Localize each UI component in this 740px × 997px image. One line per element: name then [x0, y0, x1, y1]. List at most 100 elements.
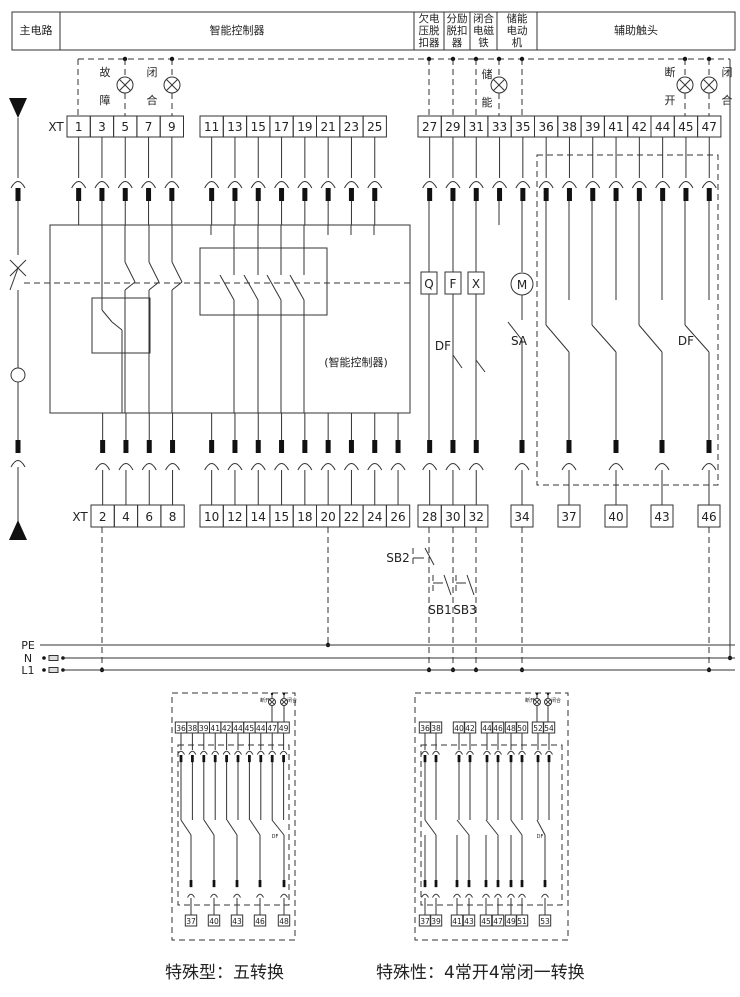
connector-plug — [209, 188, 215, 201]
lamp-label: 故 — [100, 65, 111, 79]
terminal-top-label: 11 — [204, 120, 219, 134]
connector-socket — [10, 460, 26, 468]
df-label-aux: DF — [678, 334, 694, 348]
motor-label: M — [517, 278, 527, 292]
wire — [180, 819, 192, 836]
header-cell-main-circuit: 主电路 — [12, 12, 60, 50]
small-terminal-label: 47 — [493, 917, 503, 926]
small-lamp-label: 断开 — [260, 697, 270, 704]
connector-socket — [654, 463, 670, 471]
lamp-cross — [493, 79, 505, 91]
wire — [510, 819, 523, 836]
connector-plug — [15, 440, 21, 453]
terminal-top-label: 41 — [608, 120, 623, 134]
connector-plug — [467, 880, 471, 888]
connector-plug — [270, 755, 274, 763]
lamp-label: 闭 — [147, 66, 158, 79]
connector-plug — [496, 755, 500, 763]
small-terminal-label: 46 — [255, 917, 265, 926]
small-terminal-label: 46 — [493, 724, 503, 733]
connector-socket — [274, 181, 289, 189]
connector-socket — [421, 750, 429, 755]
header-label: 智能控制器 — [209, 24, 265, 37]
header-cell-charging-motor: 储能电动机 — [497, 12, 537, 50]
connector-plug — [189, 880, 193, 888]
connector-plug — [497, 188, 503, 201]
connector-plug — [427, 440, 433, 453]
small-diagram-box — [171, 692, 296, 941]
connector-socket — [177, 750, 185, 755]
connector-plug — [455, 880, 459, 888]
connector-socket — [631, 181, 647, 189]
terminal-bottom-label: 30 — [445, 510, 460, 524]
small-terminal-bottom — [207, 914, 221, 927]
terminal-top-label: 45 — [678, 120, 693, 134]
connector-socket — [274, 463, 289, 471]
wire — [171, 261, 183, 283]
connector-socket — [211, 750, 220, 755]
connector-plug — [536, 755, 540, 763]
lamp-cross — [119, 79, 131, 91]
terminal-top-label: 1 — [75, 120, 83, 134]
connector-plug — [169, 188, 175, 201]
connector-plug — [213, 755, 217, 763]
caption-4no-4nc: 特殊性：4常开4常闭一转换 — [376, 963, 585, 983]
connector-socket — [210, 893, 218, 898]
terminal-bottom-label: 40 — [608, 510, 623, 524]
connector-plug — [496, 880, 500, 888]
small-terminal-label: 36 — [420, 724, 430, 733]
connector-socket — [432, 750, 440, 755]
connector-plug — [202, 755, 206, 763]
connector-plug — [122, 188, 128, 201]
connector-plug — [258, 880, 262, 888]
header-cell-aux-contacts: 辅助触头 — [537, 12, 735, 50]
small-terminal-label: 47 — [267, 724, 277, 733]
terminal-bottom-label: 14 — [251, 510, 266, 524]
sa-label: SA — [511, 334, 528, 348]
connector-plug — [484, 880, 488, 888]
connector-socket — [562, 181, 577, 189]
terminal-bottom-label: 8 — [169, 510, 177, 524]
connector-plug — [473, 440, 479, 453]
connector-socket — [234, 750, 242, 755]
connector-plug — [348, 440, 354, 453]
small-terminal-label: 39 — [431, 917, 441, 926]
caption-five-changeover: 特殊型：五转换 — [165, 963, 284, 983]
connector-plug — [282, 755, 285, 763]
terminal-top-label: 15 — [251, 120, 266, 134]
connector-socket — [494, 893, 502, 898]
sb2-contact — [424, 547, 435, 566]
connector-socket — [297, 463, 313, 471]
connector-plug — [232, 188, 238, 201]
connector-socket — [514, 463, 530, 471]
connector-socket — [71, 181, 87, 189]
connector-socket — [165, 463, 180, 471]
connector-socket — [545, 750, 553, 755]
small-inner-box — [177, 744, 290, 906]
connector-plug — [259, 755, 263, 763]
connector-plug — [547, 755, 551, 763]
lamp-label: 合 — [722, 93, 733, 107]
connector-socket — [141, 181, 156, 189]
wire — [475, 359, 486, 373]
xt-label-top: XT — [48, 120, 64, 134]
coil-label-X: X — [472, 277, 480, 291]
terminal-top-label: 29 — [445, 120, 460, 134]
small-terminal-label: 36 — [176, 724, 186, 733]
terminal-bottom-label: 18 — [297, 510, 312, 524]
connector-plug — [613, 188, 619, 201]
connector-socket — [608, 181, 624, 189]
connector-plug — [706, 440, 712, 453]
header-cell-shunt-release: 分励脱扣器 — [444, 12, 470, 50]
small-terminal-label: 48 — [506, 724, 516, 733]
small-terminal-bottom — [253, 914, 267, 927]
terminal-top-label: 19 — [297, 120, 312, 134]
small-terminal-label: 40 — [454, 724, 464, 733]
connector-socket — [561, 463, 577, 471]
wire — [243, 274, 259, 301]
header-label: 储能电动机 — [506, 13, 528, 49]
connector-socket — [256, 750, 265, 755]
connector-plug — [423, 755, 427, 763]
terminal-top-label: 3 — [98, 120, 106, 134]
fuse-icon — [48, 667, 59, 673]
